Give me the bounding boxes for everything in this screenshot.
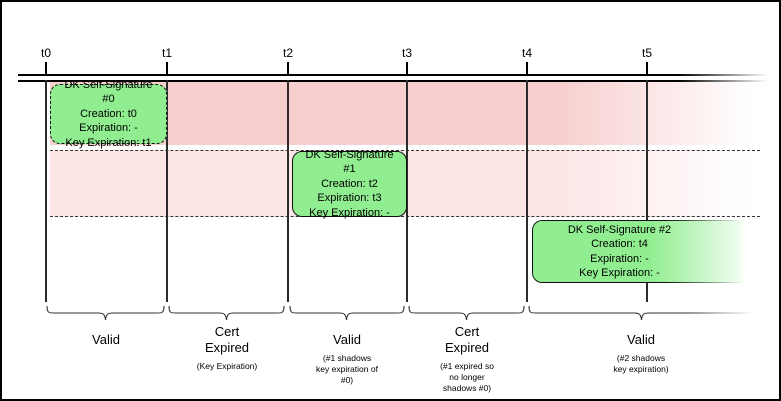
segment-5-note: (#2 shadows key expiration) xyxy=(613,353,669,374)
signature-0-title: DK Self-Signature #0 xyxy=(64,78,153,106)
segment-2-note: (Key Expiration) xyxy=(196,361,258,371)
signature-2-title: DK Self-Signature #2 xyxy=(567,223,672,236)
segment-label-cert-expired-t3-t4: Cert Expired (#1 expired so no longer sh… xyxy=(407,324,527,394)
signature-box-1[interactable]: DK Self-Signature #1 Creation: t2 Expira… xyxy=(292,148,407,219)
segment-label-valid-t2-t3: Valid (#1 shadows key expiration of #0) xyxy=(288,332,406,386)
timeline-guide-t4 xyxy=(526,80,528,302)
tick-mark-t1 xyxy=(166,62,168,76)
tick-label-t4: t4 xyxy=(521,46,533,60)
segment-4-status: Cert xyxy=(454,324,480,339)
tick-mark-t0 xyxy=(45,62,47,76)
timeline-guide-t1 xyxy=(166,80,168,302)
timeline-axis-upper xyxy=(18,74,768,76)
tick-mark-t3 xyxy=(406,62,408,76)
segment-3-note: (#1 shadows key expiration of #0) xyxy=(316,353,378,385)
signature-box-0[interactable]: DK Self-Signature #0 Creation: t0 Expira… xyxy=(50,79,167,149)
signature-2-key-expiration: Key Expiration: - xyxy=(579,267,660,279)
segment-2-status: Cert xyxy=(214,324,240,339)
brace-segment-5 xyxy=(528,305,756,321)
tick-label-t3: t3 xyxy=(401,46,413,60)
timeline-guide-t2 xyxy=(287,80,289,302)
tick-label-t1: t1 xyxy=(161,46,173,60)
timeline-guide-t5 xyxy=(646,80,648,302)
signature-0-creation: Creation: t0 xyxy=(80,107,137,120)
signature-2-expiration: Expiration: - xyxy=(590,252,649,265)
segment-2-status-line2: Expired xyxy=(204,340,250,355)
tick-mark-t5 xyxy=(646,62,648,76)
segment-4-note: (#1 expired so no longer shadows #0) xyxy=(440,361,494,393)
tick-label-t0: t0 xyxy=(40,46,52,60)
timeline-guide-t0 xyxy=(45,80,47,302)
signature-1-title: DK Self-Signature #1 xyxy=(305,148,394,176)
timeline-axis-lower xyxy=(18,80,768,82)
signature-box-2[interactable]: DK Self-Signature #2 Creation: t4 Expira… xyxy=(532,220,747,283)
segment-4-status-line2: Expired xyxy=(444,340,490,355)
band-key-expired-primary xyxy=(50,82,760,145)
signature-0-expiration: Expiration: - xyxy=(79,122,138,135)
tick-label-t5: t5 xyxy=(641,46,653,60)
timeline-guide-t3 xyxy=(406,80,408,302)
tick-mark-t4 xyxy=(526,62,528,76)
signature-1-key-expiration: Key Expiration: - xyxy=(309,206,390,219)
segment-label-valid-t4-end: Valid (#2 shadows key expiration) xyxy=(527,332,755,375)
segment-label-valid-t0-t1: Valid xyxy=(46,332,166,348)
tick-label-t2: t2 xyxy=(282,46,294,60)
signature-0-key-expiration: Key Expiration: t1 xyxy=(65,136,152,149)
segment-label-cert-expired-t1-t2: Cert Expired (Key Expiration) xyxy=(167,324,287,372)
brace-segment-4 xyxy=(408,305,525,321)
brace-segment-3 xyxy=(289,305,405,321)
signature-1-creation: Creation: t2 xyxy=(321,177,378,190)
brace-segment-1 xyxy=(46,305,165,321)
brace-segment-2 xyxy=(168,305,285,321)
segment-5-status: Valid xyxy=(627,332,655,347)
signature-2-creation: Creation: t4 xyxy=(591,238,648,250)
segment-1-status: Valid xyxy=(92,332,120,347)
signature-1-expiration: Expiration: t3 xyxy=(317,192,382,205)
tick-mark-t2 xyxy=(287,62,289,76)
segment-3-status: Valid xyxy=(333,332,361,347)
